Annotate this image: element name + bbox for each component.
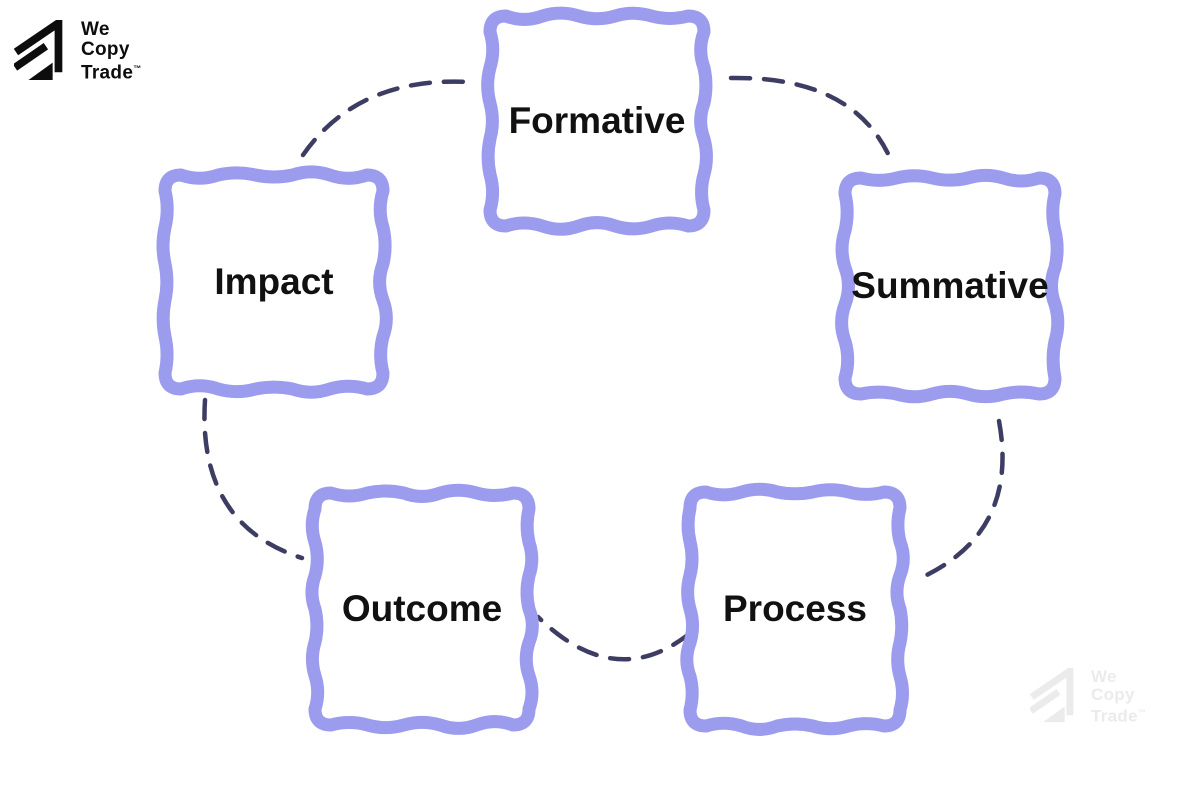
node-outcome-label: Outcome: [341, 588, 503, 629]
node-impact-label: Impact: [214, 261, 334, 302]
brand-line: We: [81, 19, 110, 40]
node-outcome: Outcome: [303, 481, 541, 737]
brand-line: Trade™: [81, 62, 142, 84]
watermark-trademark-symbol: ™: [1137, 708, 1147, 717]
arrow-logo-watermark-icon: [1030, 668, 1074, 723]
node-formative-label: Formative: [508, 100, 686, 141]
node-summative-label: Summative: [851, 265, 1049, 306]
node-process: Process: [678, 480, 912, 738]
trademark-symbol: ™: [133, 64, 142, 73]
watermark-line: Trade™: [1091, 706, 1147, 726]
watermark-line: Copy: [1091, 685, 1135, 704]
brand-line: Copy: [81, 38, 130, 60]
node-formative: Formative: [478, 4, 716, 238]
watermark-line: We: [1091, 667, 1117, 686]
we-copy-trade-logo: We Copy Trade™: [14, 20, 142, 84]
node-summative: Summative: [833, 166, 1067, 406]
watermark-wordmark: We Copy Trade™: [1091, 668, 1146, 726]
we-copy-trade-watermark: We Copy Trade™: [1030, 668, 1146, 726]
node-process-label: Process: [723, 588, 867, 629]
brand-wordmark: We Copy Trade™: [81, 20, 142, 83]
node-impact: Impact: [153, 163, 395, 401]
arrow-logo-icon: [14, 20, 63, 81]
